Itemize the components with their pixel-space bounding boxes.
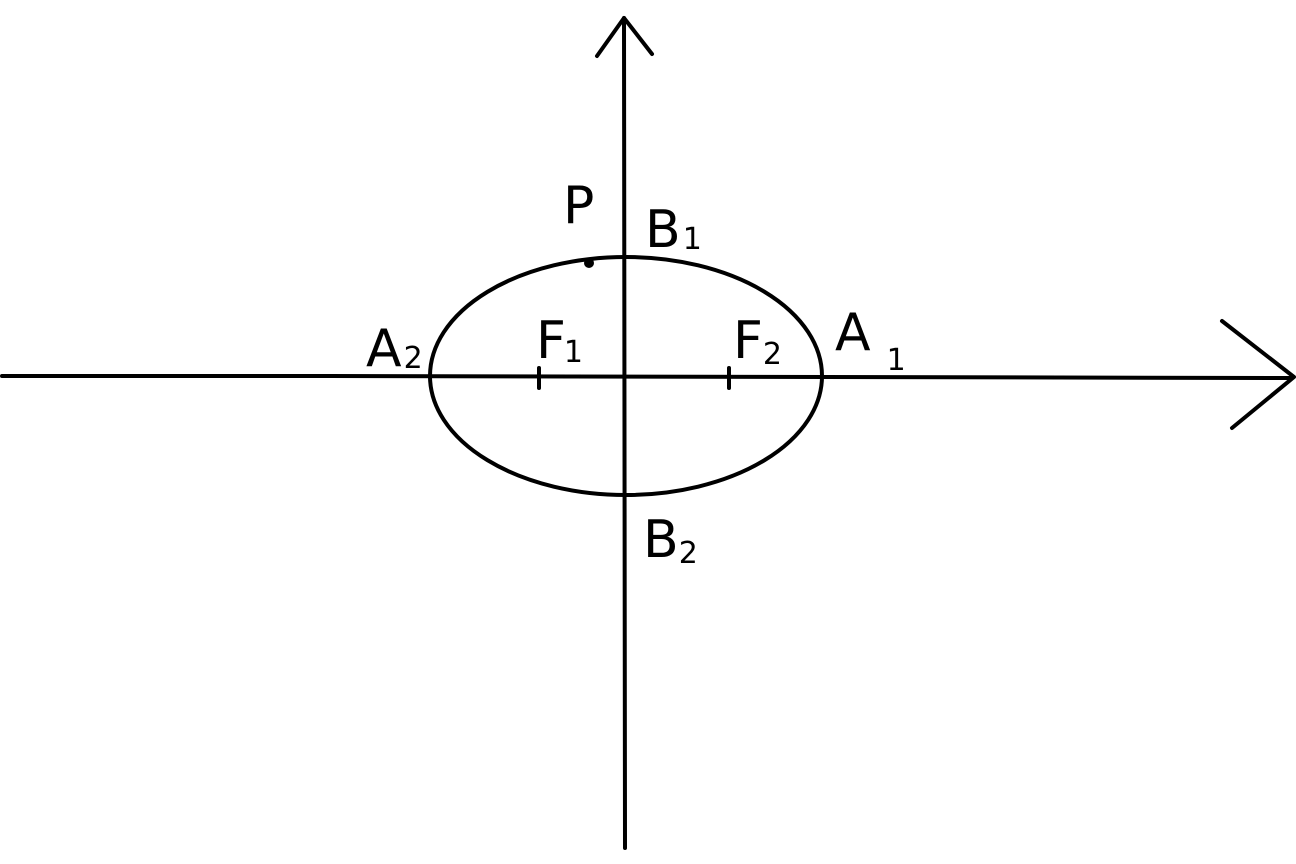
label-f2: F2 bbox=[733, 311, 782, 372]
y-axis-arrowhead bbox=[595, 16, 654, 58]
x-axis-arrowhead bbox=[1220, 319, 1296, 430]
ellipse bbox=[428, 255, 824, 497]
x-axis bbox=[0, 374, 1294, 380]
label-p: P bbox=[563, 176, 594, 236]
label-b1: B1 bbox=[645, 200, 702, 260]
point-p bbox=[584, 258, 594, 268]
label-b2: B2 bbox=[643, 510, 698, 571]
y-axis bbox=[622, 16, 627, 850]
label-f1: F1 bbox=[536, 311, 583, 371]
label-a2: A2 bbox=[366, 319, 423, 379]
